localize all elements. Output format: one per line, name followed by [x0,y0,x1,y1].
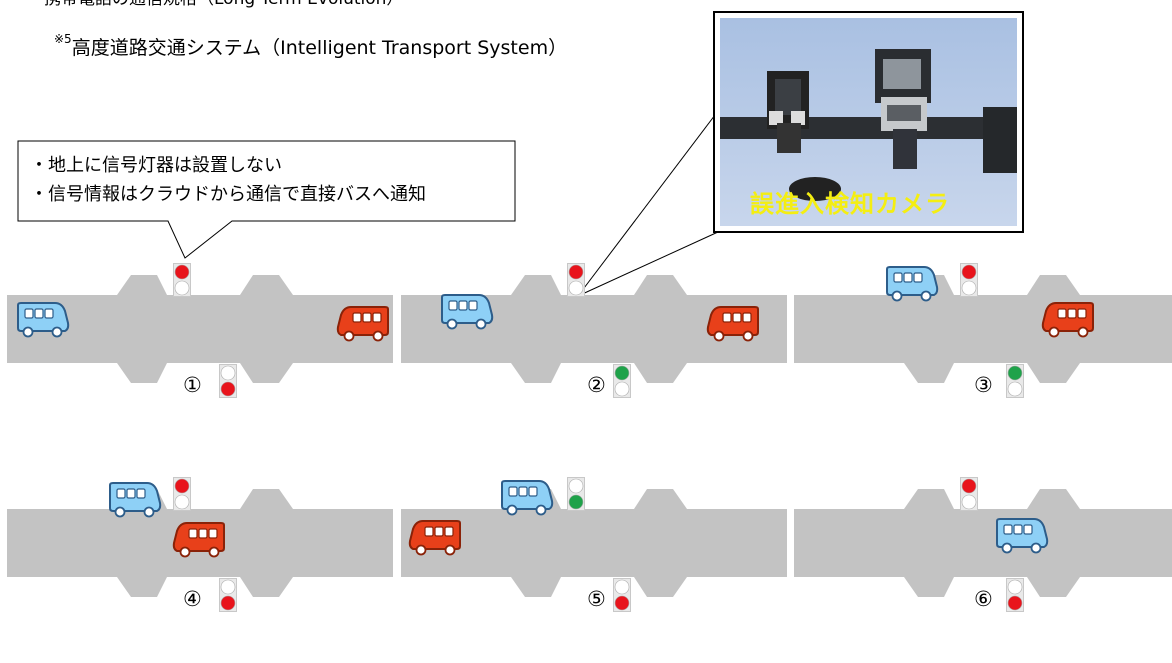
camera-photo [720,18,1017,226]
scenario-panel: ② [401,263,787,449]
blue-bus [994,517,1050,559]
upper-signal-light [567,263,585,297]
bus-icon [501,480,554,516]
road-intersection [401,489,787,597]
red-bus [171,521,227,563]
lower-signal-light [613,364,631,398]
bus-icon [408,520,461,556]
scenario-panel: ⑥ [794,477,1172,663]
connector-lines [17,114,719,297]
traffic-light-icon [219,364,237,398]
scenario-panel: ④ [7,477,393,663]
traffic-light-icon [219,578,237,612]
road-intersection [401,275,787,383]
bus-icon [1041,302,1094,338]
bus-icon [109,482,162,518]
blue-bus [107,481,163,523]
scenario-panel: ③ [794,263,1172,449]
traffic-light-icon [960,477,978,511]
road-intersection [7,489,393,597]
upper-signal-light [173,263,191,297]
callout-line-2: ・信号情報はクラウドから通信で直接バスへ通知 [30,184,426,205]
traffic-light-icon [1006,364,1024,398]
scenario-panel: ① [7,263,393,449]
panel-number-label: ③ [974,373,993,397]
lower-signal-light [219,578,237,612]
traffic-light-icon [173,477,191,511]
panel-number-label: ⑥ [974,587,993,611]
bus-icon [996,518,1049,554]
upper-signal-light [960,477,978,511]
traffic-light-icon [613,364,631,398]
bus-icon [17,302,70,338]
bus-icon [336,306,389,342]
upper-signal-light [567,477,585,511]
panel-number-label: ① [183,373,202,397]
upper-signal-light [173,477,191,511]
upper-signal-light [960,263,978,297]
traffic-light-icon [173,263,191,297]
callout-box: ・地上に信号灯器は設置しない ・信号情報はクラウドから通信で直接バスへ通知 [18,141,515,221]
blue-bus [884,265,940,307]
camera-photo-frame [713,11,1024,233]
lower-signal-light [613,578,631,612]
traffic-light-icon [960,263,978,297]
footnote-marker: ※5 [54,31,72,46]
bus-icon [172,522,225,558]
footnote-its: ※5高度道路交通システム（Intelligent Transport Syste… [54,31,568,60]
photo-leader-line-bottom [577,231,719,297]
traffic-light-icon [567,477,585,511]
lower-signal-light [1006,364,1024,398]
lower-signal-light [1006,578,1024,612]
red-bus [1040,301,1096,343]
callout-line-1: ・地上に信号灯器は設置しない [30,155,282,176]
footnote-its-text: 高度道路交通システム（Intelligent Transport System） [71,37,568,59]
road-intersection [7,275,393,383]
panel-number-label: ② [587,373,606,397]
traffic-light-icon [1006,578,1024,612]
red-bus [705,305,761,347]
road-intersection [794,489,1172,597]
bus-icon [706,306,759,342]
callout-shape [17,140,516,259]
red-bus [407,519,463,561]
blue-bus [499,479,555,521]
blue-bus [439,293,495,335]
blue-bus [15,301,71,343]
bus-icon [441,294,494,330]
panel-number-label: ⑤ [587,587,606,611]
road-intersection [794,275,1172,383]
panel-number-label: ④ [183,587,202,611]
scenario-panel: ⑤ [401,477,787,663]
red-bus [335,305,391,347]
lower-signal-light [219,364,237,398]
footnote-lte: 携帯電話の通信規格（Long Term Evolution） [44,0,403,9]
traffic-light-icon [567,263,585,297]
camera-photo-label: 誤進入検知カメラ [750,190,950,218]
bus-icon [886,266,939,302]
photo-leader-line-top [577,114,716,297]
traffic-light-icon [613,578,631,612]
